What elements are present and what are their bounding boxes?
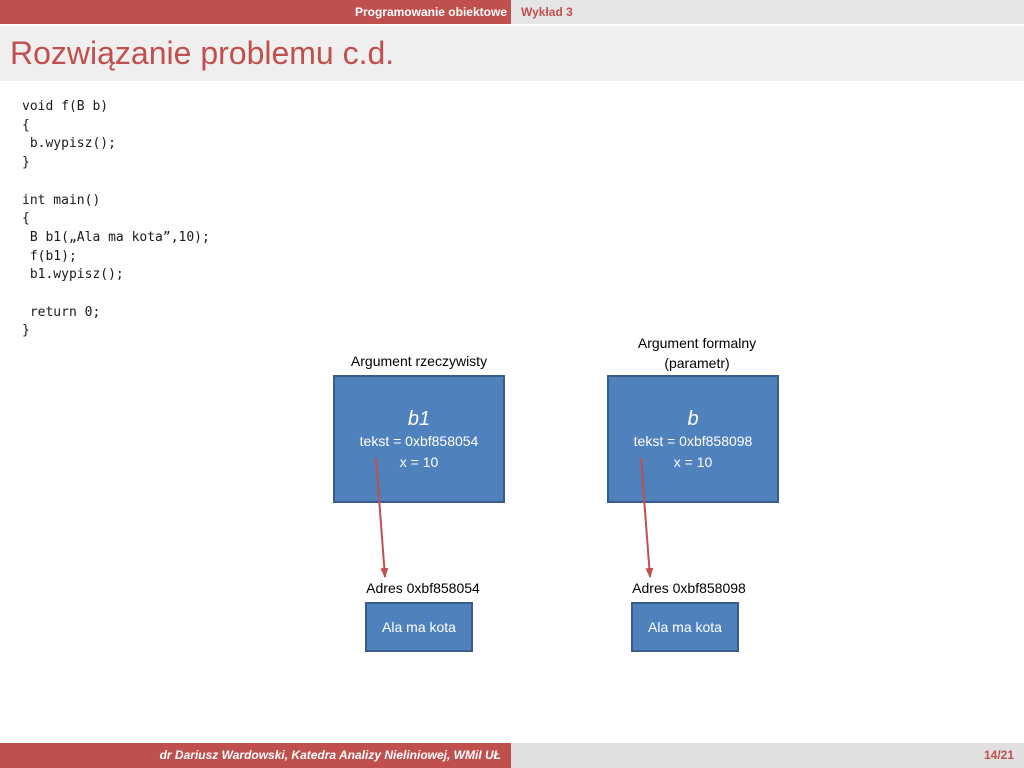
lecture-label: Wykład 3: [521, 5, 573, 19]
object-box-b: b tekst = 0xbf858098 x = 10: [607, 375, 779, 503]
pointer-arrow-b: [640, 457, 654, 578]
string-box-b1: Ala ma kota: [365, 602, 473, 652]
page-number: 14/21: [983, 748, 1014, 762]
footer-author-bar: dr Dariusz Wardowski, Katedra Analizy Ni…: [0, 743, 511, 768]
object-field-tekst-b: tekst = 0xbf858098: [633, 433, 753, 449]
course-title: Programowanie obiektowe: [354, 5, 507, 19]
formal-argument-caption-line2: (parametr): [664, 355, 730, 371]
object-name-b1: b1: [407, 408, 431, 430]
header-lecture-bar: Wykład 3: [511, 0, 1024, 24]
object-field-tekst-b1: tekst = 0xbf858054: [359, 433, 479, 449]
object-name-b: b: [687, 408, 699, 430]
header-course-bar: Programowanie obiektowe: [0, 0, 511, 24]
object-field-x-b1: x = 10: [399, 454, 439, 470]
formal-argument-caption: Argument formalny (parametr): [597, 333, 797, 373]
pointer-arrow-b1: [375, 457, 389, 578]
object-field-x-b: x = 10: [673, 454, 713, 470]
title-band: Rozwiązanie problemu c.d.: [0, 26, 1024, 81]
formal-argument-caption-line1: Argument formalny: [637, 335, 757, 351]
footer-author: dr Dariusz Wardowski, Katedra Analizy Ni…: [159, 748, 501, 762]
address-label-b1: Adres 0xbf858054: [366, 580, 480, 596]
object-box-b1: b1 tekst = 0xbf858054 x = 10: [333, 375, 505, 503]
address-label-b: Adres 0xbf858098: [632, 580, 746, 596]
footer-page-bar: 14/21: [511, 743, 1024, 768]
actual-argument-caption: Argument rzeczywisty: [350, 353, 488, 369]
string-box-b: Ala ma kota: [631, 602, 739, 652]
code-listing: void f(B b) { b.wypisz(); } int main() {…: [22, 99, 210, 339]
slide-title: Rozwiązanie problemu c.d.: [10, 35, 395, 71]
